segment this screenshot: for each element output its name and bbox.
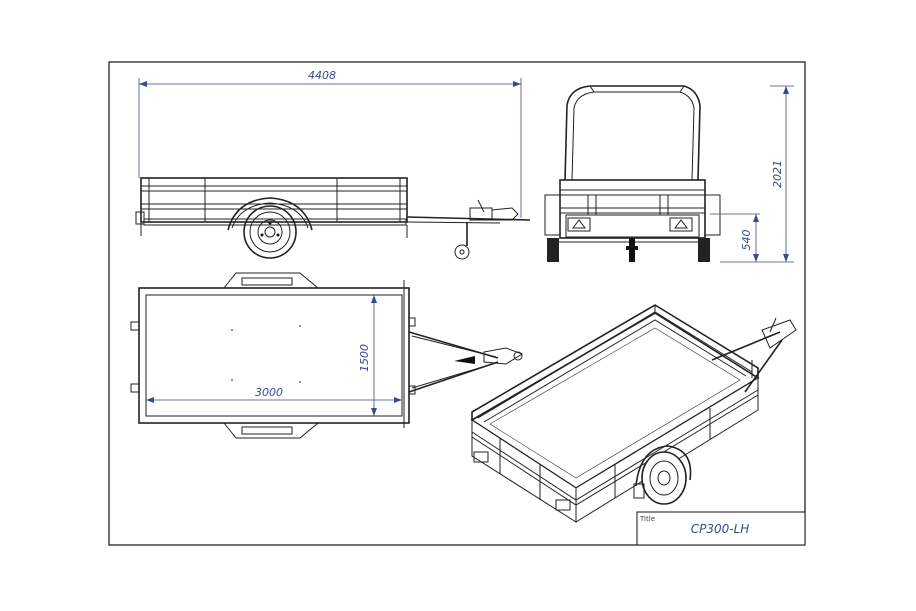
sheet-border <box>108 61 806 546</box>
title-label: Title <box>639 515 655 523</box>
dim-bed-width: 1500 <box>358 344 371 372</box>
dim-platform-height: 540 <box>740 230 753 251</box>
dim-overall-length: 4408 <box>308 69 336 82</box>
isometric-view <box>470 304 797 523</box>
dim-overall-height: 2021 <box>771 160 784 188</box>
side-view: 4408 <box>135 69 531 260</box>
title-value: CP300-LH <box>691 522 750 536</box>
rear-view: 2021 540 <box>544 85 794 263</box>
title-block: Title CP300-LH <box>636 511 806 546</box>
dim-bed-length: 3000 <box>255 386 283 399</box>
top-view: 1500 3000 <box>130 272 524 439</box>
